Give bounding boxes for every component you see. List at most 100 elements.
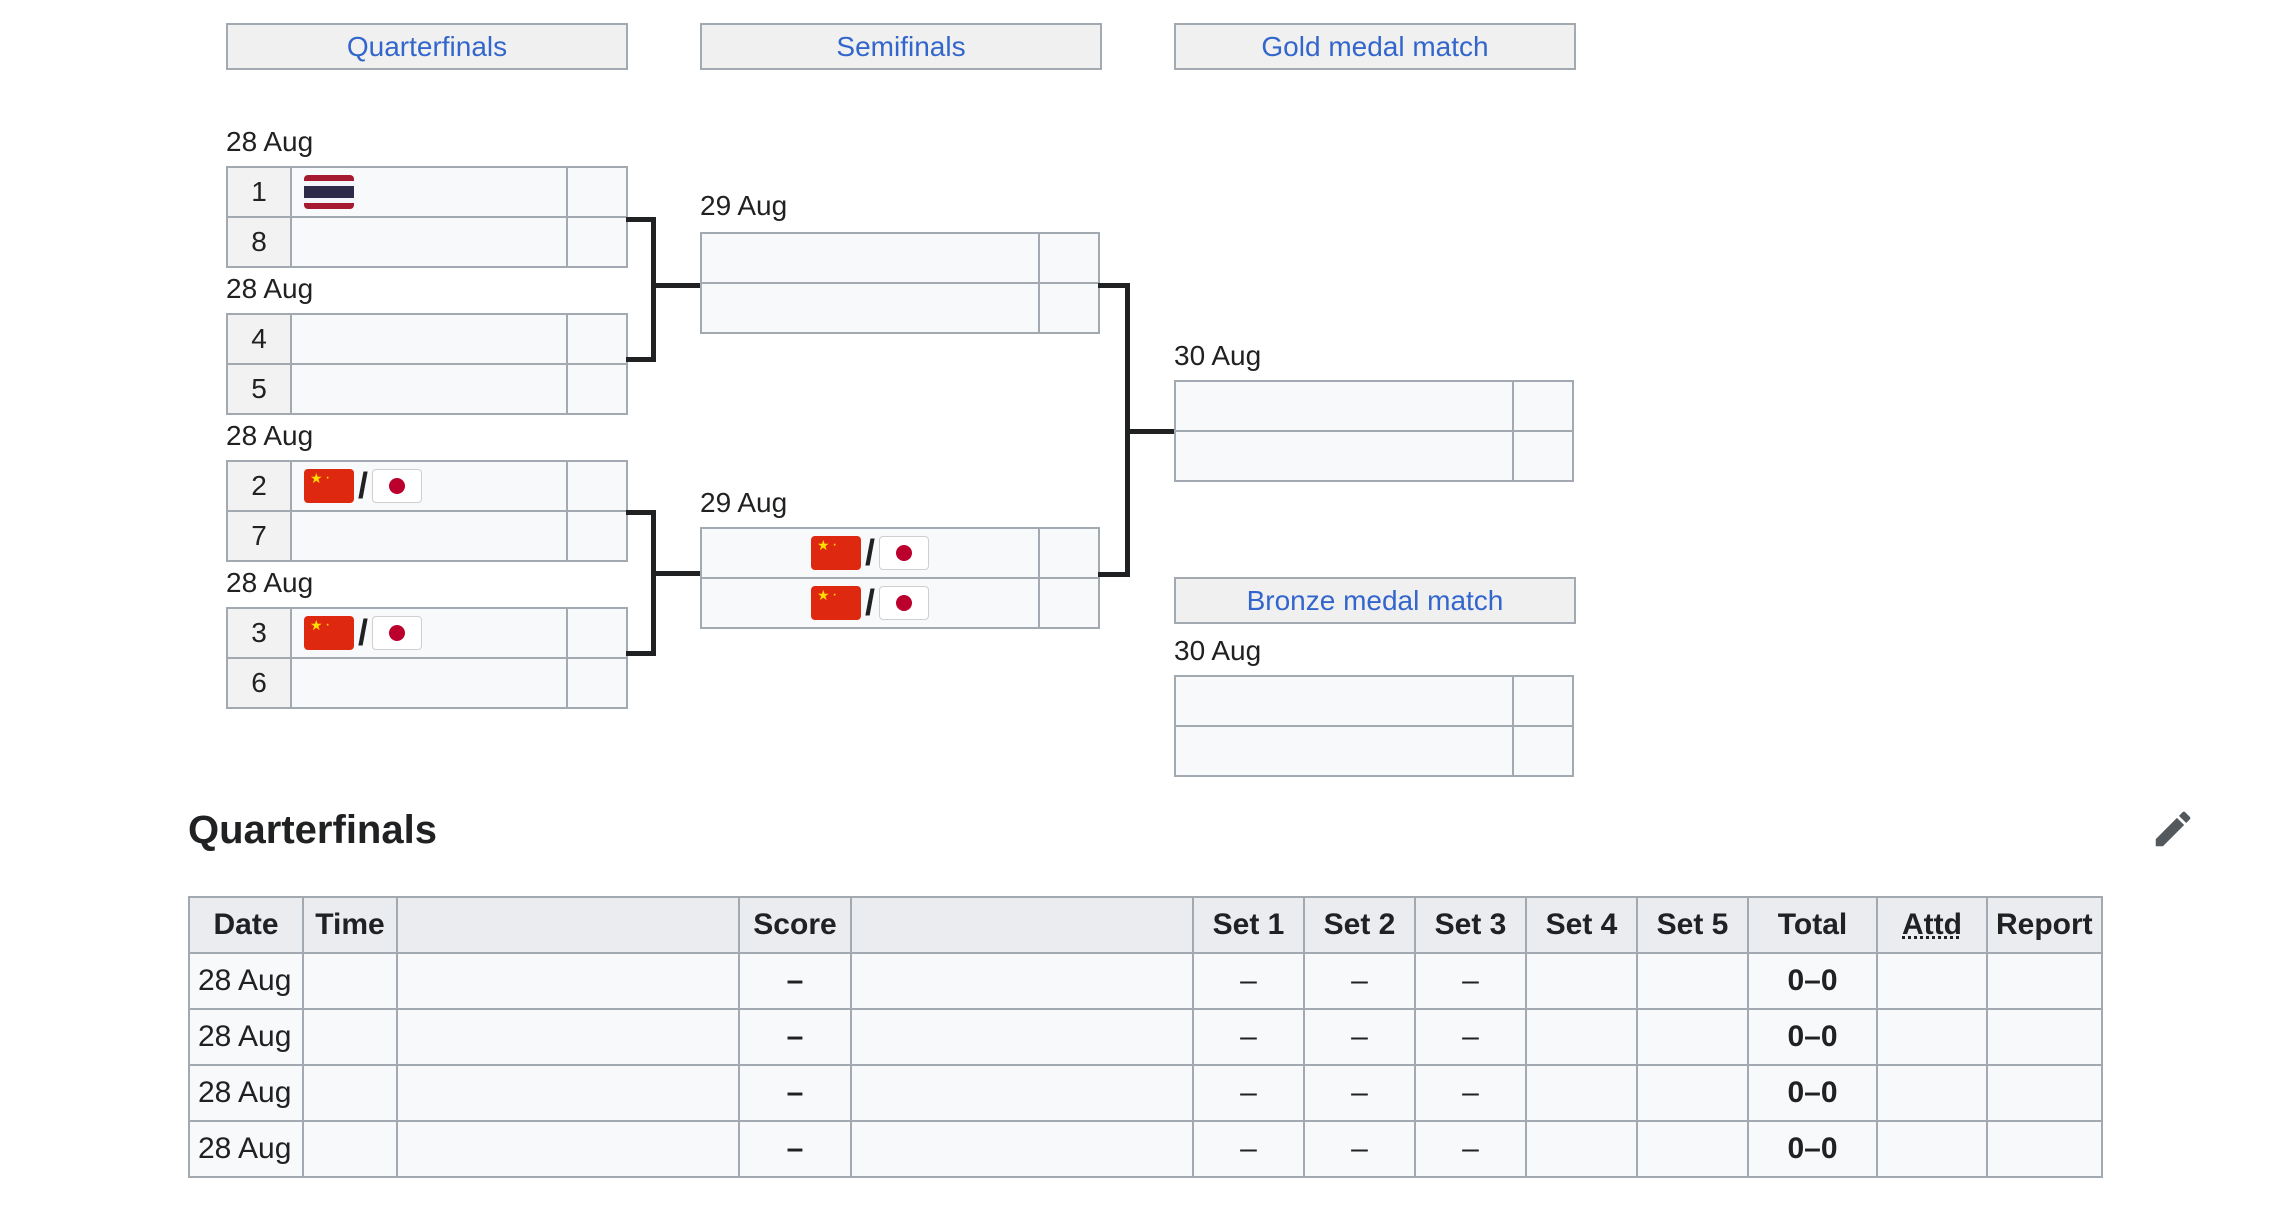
cell-time <box>302 1008 398 1066</box>
flag-japan-icon <box>879 536 929 570</box>
col-header: Set 5 <box>1636 896 1749 954</box>
table-row: 28 Aug – – – – 0–0 <box>188 1064 2103 1122</box>
cell-set2: – <box>1303 1064 1416 1122</box>
connector-line <box>626 510 656 515</box>
connector-line <box>651 283 701 288</box>
qf1-date: 28 Aug <box>226 126 314 157</box>
col-header: Score <box>738 896 852 954</box>
header-quarterfinals[interactable]: Quarterfinals <box>226 23 628 70</box>
qf4-bottom-team <box>290 657 568 709</box>
table-row: 28 Aug – – – – 0–0 <box>188 1008 2103 1066</box>
qf2-bottom-score <box>566 363 628 415</box>
qf1-bottom-score <box>566 216 628 268</box>
cell-team-b <box>850 1064 1194 1122</box>
bronze-bottom-team <box>1174 725 1514 777</box>
table-row: 28 Aug – – – – 0–0 <box>188 952 2103 1010</box>
col-header-attd[interactable]: Attd <box>1876 896 1988 954</box>
flag-separator: / <box>864 582 875 623</box>
sf2-top-score <box>1038 527 1100 579</box>
cell-set5 <box>1636 1008 1749 1066</box>
cell-score: – <box>738 952 852 1010</box>
cell-total: 0–0 <box>1747 1120 1878 1178</box>
cell-set2: – <box>1303 1008 1416 1066</box>
cell-set3: – <box>1414 1008 1527 1066</box>
qf3-date: 28 Aug <box>226 420 314 451</box>
pencil-icon[interactable] <box>2150 806 2196 852</box>
header-semifinals[interactable]: Semifinals <box>700 23 1102 70</box>
col-header: Time <box>302 896 398 954</box>
qf2-top-score <box>566 313 628 365</box>
col-header: Set 4 <box>1525 896 1638 954</box>
qf3-top-team: / <box>290 460 568 512</box>
flag-separator: / <box>864 532 875 573</box>
qf4-date: 28 Aug <box>226 567 314 598</box>
cell-team-a <box>396 1064 740 1122</box>
flag-separator: / <box>358 612 369 653</box>
cell-report <box>1986 1064 2103 1122</box>
col-header: Set 2 <box>1303 896 1416 954</box>
col-header <box>396 896 740 954</box>
cell-set3: – <box>1414 1120 1527 1178</box>
cell-set4 <box>1525 1064 1638 1122</box>
connector-line <box>651 510 656 656</box>
gold-bottom-score <box>1512 430 1574 482</box>
cell-set4 <box>1525 1120 1638 1178</box>
qf3-top-seed: 2 <box>226 460 292 512</box>
gold-top-team <box>1174 380 1514 432</box>
cell-report <box>1986 952 2103 1010</box>
cell-total: 0–0 <box>1747 952 1878 1010</box>
sf2-date: 29 Aug <box>700 487 788 518</box>
cell-set1: – <box>1192 1120 1305 1178</box>
cell-score: – <box>738 1064 852 1122</box>
col-header: Date <box>188 896 304 954</box>
sf2-bottom-team: / <box>700 577 1040 629</box>
cell-date: 28 Aug <box>188 1120 304 1178</box>
qf4-top-seed: 3 <box>226 607 292 659</box>
cell-report <box>1986 1008 2103 1066</box>
sf1-bottom-team <box>700 282 1040 334</box>
cell-set1: – <box>1192 1064 1305 1122</box>
sf1-date: 29 Aug <box>700 190 788 221</box>
sf2-top-team: / <box>700 527 1040 579</box>
cell-date: 28 Aug <box>188 1064 304 1122</box>
qf2-bottom-team <box>290 363 568 415</box>
col-header: Set 3 <box>1414 896 1527 954</box>
sf2-bottom-score <box>1038 577 1100 629</box>
connector-line <box>626 217 656 222</box>
flag-japan-icon <box>879 586 929 620</box>
table-header-row: Date Time Score Set 1 Set 2 Set 3 Set 4 … <box>188 896 2103 954</box>
cell-set1: – <box>1192 1008 1305 1066</box>
col-header <box>850 896 1194 954</box>
cell-set4 <box>1525 1008 1638 1066</box>
qf2-date: 28 Aug <box>226 273 314 304</box>
gold-top-score <box>1512 380 1574 432</box>
cell-set5 <box>1636 1120 1749 1178</box>
connector-line <box>1125 429 1174 434</box>
cell-team-b <box>850 952 1194 1010</box>
pencil-icon-svg <box>2155 811 2191 847</box>
flag-japan-icon <box>372 616 423 650</box>
qf3-bottom-score <box>566 510 628 562</box>
qf3-top-score <box>566 460 628 512</box>
bronze-top-score <box>1512 675 1574 727</box>
qf4-bottom-seed: 6 <box>226 657 292 709</box>
qf1-top-seed: 1 <box>226 166 292 218</box>
connector-line <box>651 571 701 576</box>
cell-attd <box>1876 1120 1988 1178</box>
cell-score: – <box>738 1008 852 1066</box>
cell-time <box>302 1064 398 1122</box>
cell-score: – <box>738 1120 852 1178</box>
header-gold-medal-match[interactable]: Gold medal match <box>1174 23 1576 70</box>
qf1-bottom-team <box>290 216 568 268</box>
flag-china-icon <box>810 536 861 570</box>
attd-abbr[interactable]: Attd <box>1902 908 1962 941</box>
sf1-top-score <box>1038 232 1100 284</box>
qf3-bottom-seed: 7 <box>226 510 292 562</box>
cell-date: 28 Aug <box>188 952 304 1010</box>
header-bronze-medal-match[interactable]: Bronze medal match <box>1174 577 1576 624</box>
cell-team-a <box>396 952 740 1010</box>
cell-time <box>302 1120 398 1178</box>
flag-china-icon <box>810 586 861 620</box>
sf1-top-team <box>700 232 1040 284</box>
qf4-bottom-score <box>566 657 628 709</box>
